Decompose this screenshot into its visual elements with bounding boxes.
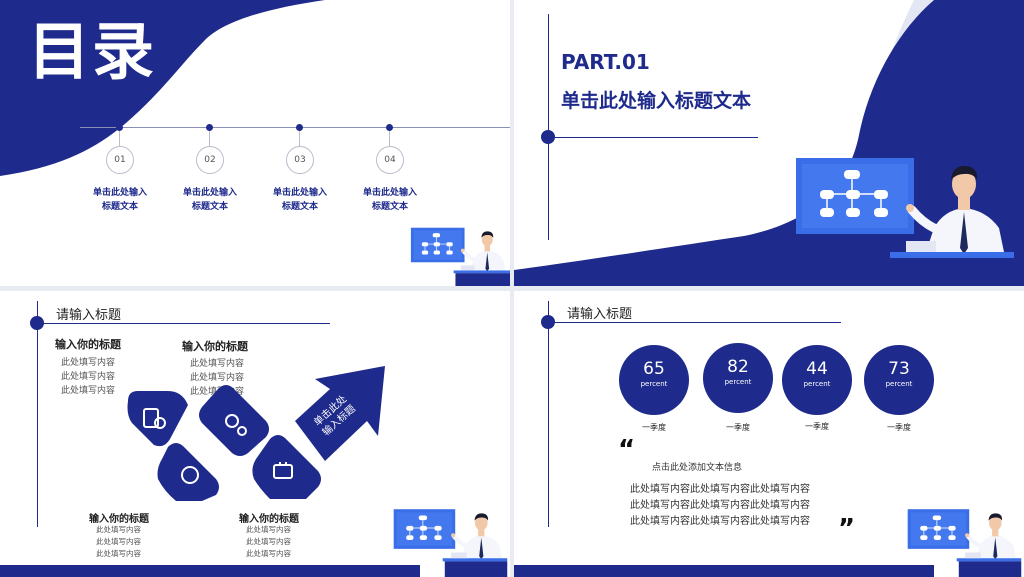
toc-item-label[interactable]: 单击此处输入 标题文本	[272, 188, 327, 212]
presenter-illustration	[410, 223, 510, 286]
toc-connector	[119, 131, 120, 146]
stat-unit: percent	[885, 380, 913, 388]
stat-circle: 82 percent	[703, 343, 773, 413]
slide-toc[interactable]: 目录 01 02 03 04 单击此处输入 标题文本 单击此处输入 标题文本 单…	[0, 0, 510, 286]
quote-close-icon: ”	[838, 514, 856, 544]
body-line: 此处填写内容此处填写内容此处填写内容	[630, 500, 810, 511]
quote-open-icon: “	[618, 435, 636, 465]
body-line: 此处填写内容此处填写内容此处填写内容	[630, 516, 810, 527]
section-dot	[30, 316, 44, 330]
section-title[interactable]: 请输入标题	[567, 307, 633, 322]
stat-label: 一季度	[642, 423, 666, 432]
toc-item-number[interactable]: 01	[106, 146, 134, 174]
process-arrow	[295, 366, 385, 461]
process-pill	[199, 385, 269, 456]
toc-dot	[206, 124, 213, 131]
desk-sign-label: 总结会	[853, 243, 872, 250]
briefcase-icon	[273, 464, 293, 479]
toc-item-label[interactable]: 单击此处输入 标题文本	[182, 188, 237, 212]
toc-timeline	[80, 127, 510, 128]
part-horizontal-line	[548, 137, 758, 138]
toc-dot	[296, 124, 303, 131]
block-heading[interactable]: 输入你的标题	[182, 340, 248, 353]
stat-label: 一季度	[887, 423, 911, 432]
slide-process[interactable]: 请输入标题 输入你的标题 此处填写内容 此处填写内容 此处填写内容 输入你的标题…	[0, 291, 510, 577]
stat-unit: percent	[640, 380, 668, 388]
process-pill	[157, 443, 219, 501]
toc-title: 目录	[28, 15, 157, 88]
stat-circle: 73 percent	[864, 345, 934, 415]
stat-unit: percent	[724, 378, 752, 386]
toc-item-label[interactable]: 单击此处输入 标题文本	[362, 188, 417, 212]
toc-item-number[interactable]: 02	[196, 146, 224, 174]
block-line: 此处填写内容	[246, 525, 291, 534]
toc-connector	[209, 131, 210, 146]
block-line: 此处填写内容	[61, 358, 116, 368]
block-heading[interactable]: 输入你的标题	[239, 514, 299, 525]
bottom-bar	[0, 565, 420, 577]
vertical-line	[37, 301, 38, 527]
stat-value: 82	[727, 357, 749, 377]
toc-dot	[386, 124, 393, 131]
block-line: 此处填写内容	[96, 549, 141, 558]
bottom-bar	[514, 565, 934, 577]
section-dot	[541, 315, 555, 329]
stat-circle: 65 percent	[619, 345, 689, 415]
stat-value: 65	[643, 359, 665, 379]
part-subtitle[interactable]: 单击此处输入标题文本	[561, 90, 752, 112]
head-gear-icon	[181, 466, 199, 484]
caption-text[interactable]: 点击此处添加文本信息	[652, 463, 743, 473]
toc-background-shape	[0, 0, 325, 176]
block-heading[interactable]: 输入你的标题	[89, 514, 149, 525]
part-vertical-line	[548, 14, 549, 240]
body-line: 此处填写内容此处填写内容此处填写内容	[630, 484, 810, 495]
block-line: 此处填写内容	[96, 525, 141, 534]
stat-label: 一季度	[726, 423, 750, 432]
block-line: 此处填写内容	[96, 537, 141, 546]
gears-icon	[225, 414, 239, 428]
block-line: 此处填写内容	[190, 359, 245, 369]
toc-item-number[interactable]: 03	[286, 146, 314, 174]
part-number: PART.01	[561, 50, 650, 74]
stat-circle: 44 percent	[782, 345, 852, 415]
toc-item-number[interactable]: 04	[376, 146, 404, 174]
toc-connector	[299, 131, 300, 146]
block-line: 此处填写内容	[246, 549, 291, 558]
toc-dot	[116, 124, 123, 131]
block-line: 此处填写内容	[190, 373, 245, 383]
block-line: 此处填写内容	[246, 537, 291, 546]
toc-connector	[389, 131, 390, 146]
slide-stats[interactable]: 请输入标题 65 percent 82 percent 44 percent 7…	[514, 291, 1024, 577]
section-title[interactable]: 请输入标题	[56, 308, 122, 323]
part-dot	[541, 130, 555, 144]
arrow-process-graphic	[127, 366, 385, 501]
vertical-line	[548, 301, 549, 527]
toc-item-label[interactable]: 单击此处输入 标题文本	[92, 188, 147, 212]
block-heading[interactable]: 输入你的标题	[55, 338, 121, 351]
stat-unit: percent	[803, 380, 831, 388]
stat-label: 一季度	[805, 422, 829, 431]
block-line: 此处填写内容	[61, 386, 116, 396]
horizontal-line	[548, 322, 841, 323]
horizontal-line	[37, 323, 330, 324]
presenter-illustration	[794, 148, 1014, 286]
stat-value: 73	[888, 359, 910, 379]
stat-value: 44	[806, 359, 828, 379]
block-line: 此处填写内容	[61, 372, 116, 382]
process-pill	[252, 435, 321, 499]
slide-part[interactable]: PART.01 单击此处输入标题文本 总结会	[514, 0, 1024, 286]
